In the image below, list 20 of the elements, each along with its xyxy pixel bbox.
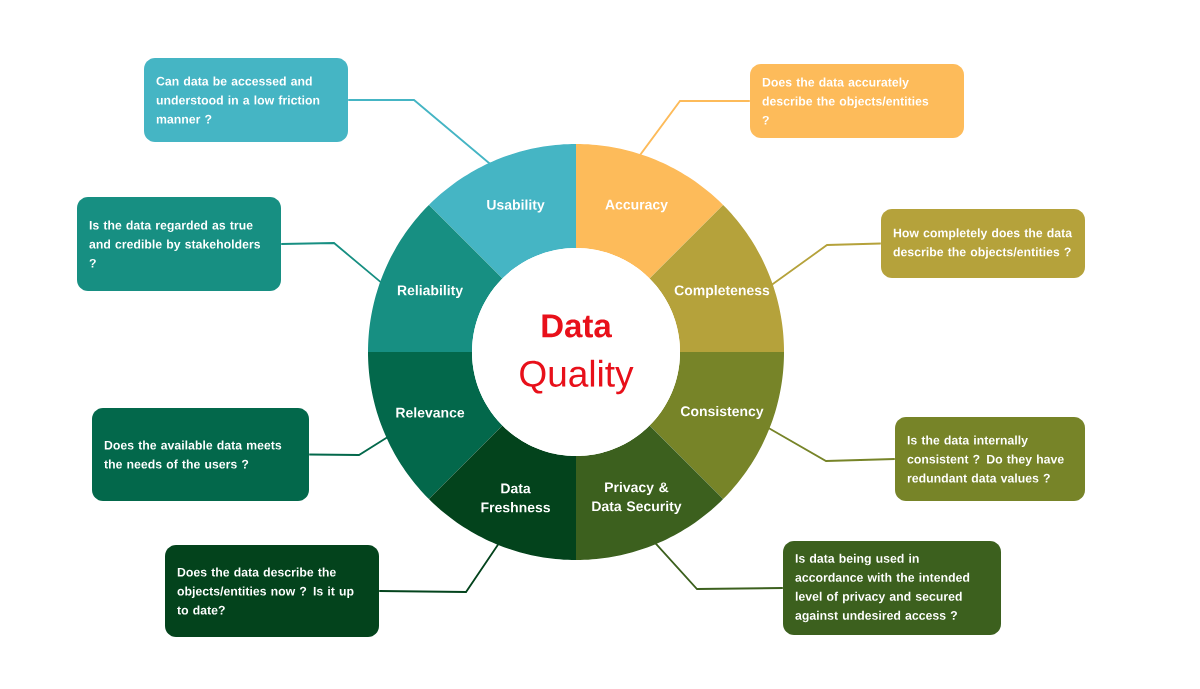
question-box: Is the data internally consistent ? Do they have redundant data values ? (895, 417, 1085, 501)
leader-line (639, 100, 751, 157)
leader-line (654, 542, 784, 590)
question-box: Does the data describe the objects/entities now ? Is it up to date? (165, 545, 379, 637)
leader-line (347, 99, 491, 165)
leader-line (378, 543, 500, 593)
ring-segment: Privacy & Data Security (576, 425, 724, 560)
ring-segment: Usability (428, 144, 576, 279)
question-box: Is data being used in accordance with the intended level of privacy and secured against undesired access ? (783, 541, 1001, 635)
leader-line (767, 427, 896, 462)
question-box: Is the data regarded as true and credible by stakeholders ? (77, 197, 281, 291)
question-box: Does the data accurately describe the objects/entities ? (750, 64, 964, 138)
ring-segment: Data Freshness (428, 425, 576, 560)
question-box: Can data be accessed and understood in a low friction manner ? (144, 58, 348, 142)
question-box: Does the available data meets the needs of the users ? (92, 408, 309, 501)
ring-segment: Accuracy (576, 144, 724, 279)
leader-line (770, 242, 882, 286)
leader-line (308, 436, 389, 456)
leader-line (280, 242, 382, 284)
question-box: How completely does the data describe the objects/entities ? (881, 209, 1085, 278)
